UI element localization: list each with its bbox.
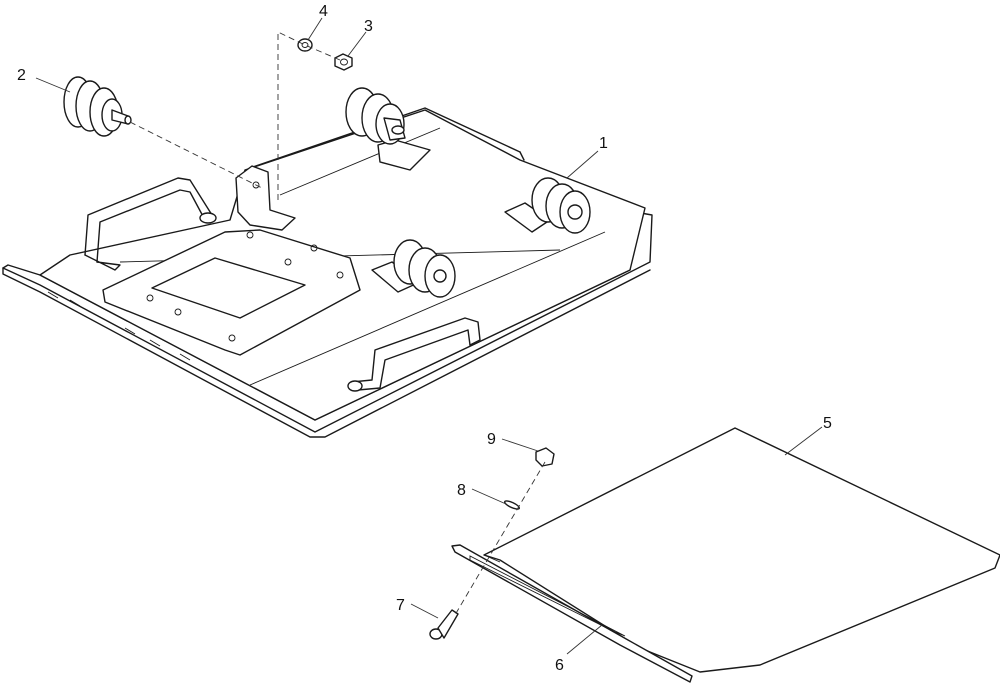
rubber-mount-part-2[interactable] bbox=[63, 76, 132, 137]
callout-1: 1 bbox=[599, 135, 608, 152]
front-handle bbox=[347, 317, 481, 392]
bolt-part-7[interactable] bbox=[429, 609, 459, 640]
callout-4: 4 bbox=[319, 3, 328, 20]
callout-6: 6 bbox=[555, 657, 564, 674]
rubber-mount-right bbox=[531, 177, 591, 234]
assembly-line-mount bbox=[129, 121, 263, 189]
callout-3: 3 bbox=[364, 18, 373, 35]
callout-leaders bbox=[35, 17, 823, 655]
callout-9: 9 bbox=[487, 431, 496, 448]
rubber-mount-rear bbox=[345, 87, 406, 145]
washer-part-4[interactable] bbox=[297, 38, 313, 52]
callout-5: 5 bbox=[823, 415, 832, 432]
left-handle bbox=[84, 177, 217, 271]
skid-pad-part-5[interactable] bbox=[483, 427, 1000, 673]
callout-labels: 1 2 3 4 5 6 7 8 9 bbox=[17, 3, 832, 674]
callout-2: 2 bbox=[17, 67, 26, 84]
callout-8: 8 bbox=[457, 482, 466, 499]
callout-7: 7 bbox=[396, 597, 405, 614]
clamp-strip-part-6[interactable] bbox=[451, 544, 693, 683]
nut-part-9[interactable] bbox=[535, 447, 555, 467]
washer-part-8[interactable] bbox=[503, 499, 521, 510]
rubber-mount-front bbox=[393, 239, 456, 298]
nut-part-3[interactable] bbox=[334, 53, 353, 71]
base-plate-part-1[interactable] bbox=[2, 107, 653, 438]
assembly-line-nut bbox=[277, 31, 341, 200]
